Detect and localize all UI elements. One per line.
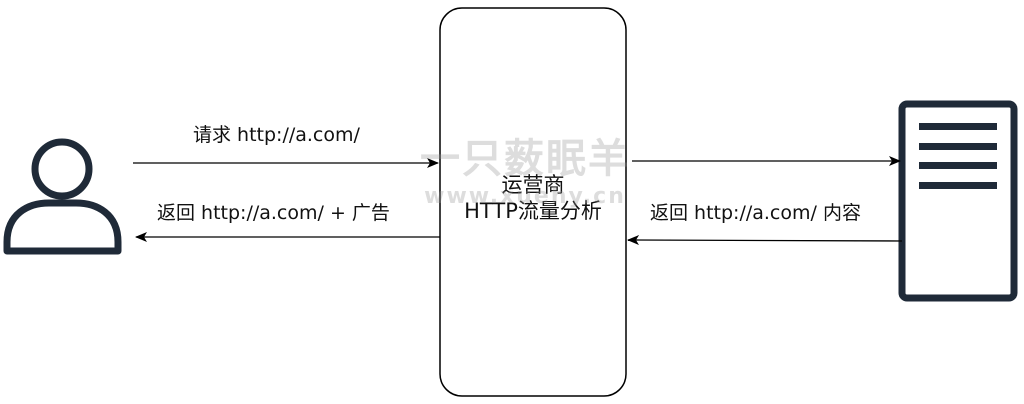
operator-box [439, 7, 627, 397]
user-icon [3, 138, 122, 255]
operator-label-line2: HTTP流量分析 [464, 199, 602, 223]
arrow-server-to-operator [627, 235, 903, 246]
label-return-content: 返回 http://a.com/ 内容 [650, 202, 861, 224]
server-icon [898, 100, 1018, 302]
operator-label-line1: 运营商 [501, 173, 565, 197]
label-return-with-ad: 返回 http://a.com/ + 广告 [157, 202, 390, 224]
label-request: 请求 http://a.com/ [193, 124, 360, 146]
operator-label: 运营商 HTTP流量分析 [440, 172, 626, 224]
